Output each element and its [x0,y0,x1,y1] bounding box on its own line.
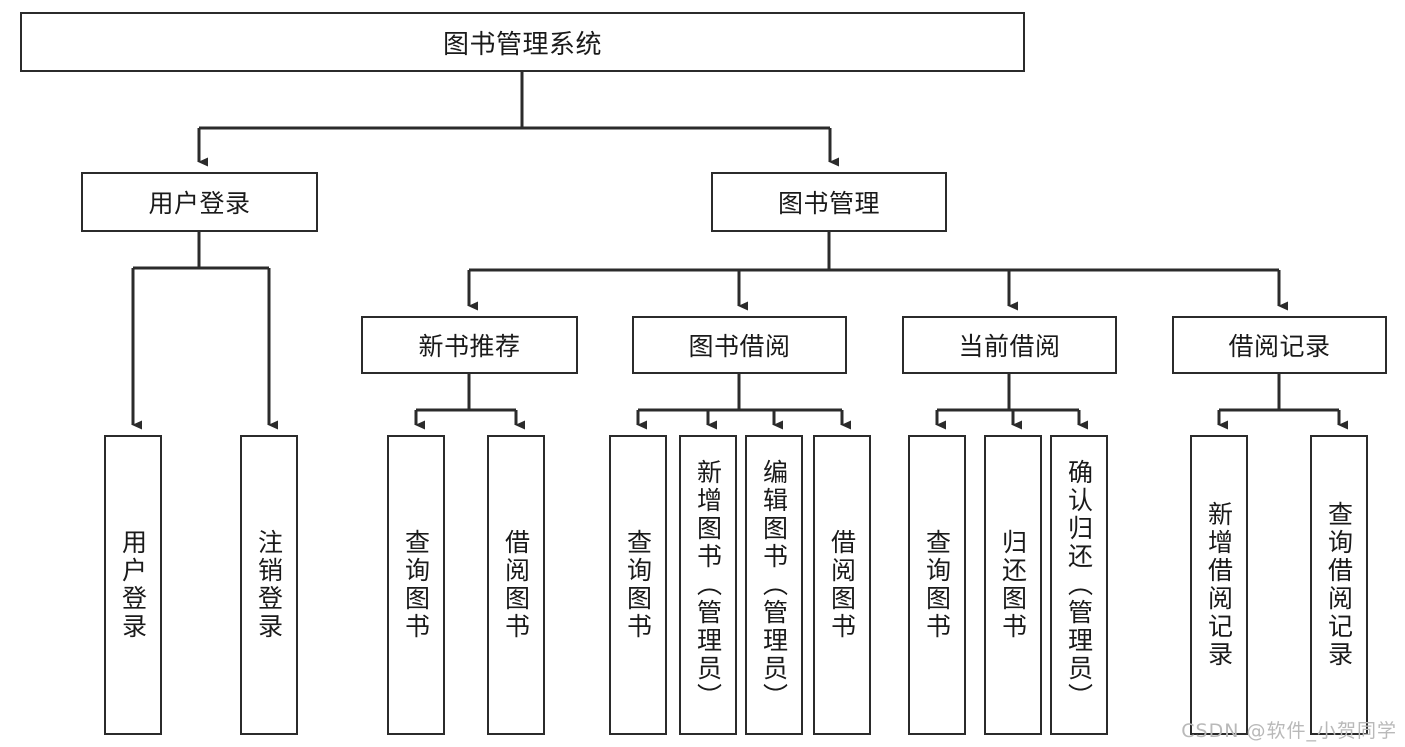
node-leaf-query-book-2[interactable]: 查询图书 [609,435,667,735]
node-book-manage[interactable]: 图书管理 [711,172,947,232]
node-leaf-edit-book[interactable]: 编辑图书（管理员） [745,435,803,735]
node-borrow-record[interactable]: 借阅记录 [1172,316,1387,374]
node-user-login[interactable]: 用户登录 [81,172,318,232]
node-leaf-return-book[interactable]: 归还图书 [984,435,1042,735]
node-book-borrow[interactable]: 图书借阅 [632,316,847,374]
node-leaf-add-record[interactable]: 新增借阅记录 [1190,435,1248,735]
node-leaf-query-book-1[interactable]: 查询图书 [387,435,445,735]
node-leaf-query-record[interactable]: 查询借阅记录 [1310,435,1368,735]
node-leaf-query-book-3[interactable]: 查询图书 [908,435,966,735]
node-leaf-logout[interactable]: 注销登录 [240,435,298,735]
csdn-watermark: CSDN @软件_小贺同学 [1181,720,1397,742]
node-leaf-borrow-book-1[interactable]: 借阅图书 [487,435,545,735]
node-leaf-confirm-return[interactable]: 确认归还（管理员） [1050,435,1108,735]
node-leaf-add-book[interactable]: 新增图书（管理员） [679,435,737,735]
node-leaf-borrow-book-2[interactable]: 借阅图书 [813,435,871,735]
node-root-system[interactable]: 图书管理系统 [20,12,1025,72]
node-leaf-user-login[interactable]: 用户登录 [104,435,162,735]
node-current-borrow[interactable]: 当前借阅 [902,316,1117,374]
node-new-book-recommend[interactable]: 新书推荐 [361,316,578,374]
